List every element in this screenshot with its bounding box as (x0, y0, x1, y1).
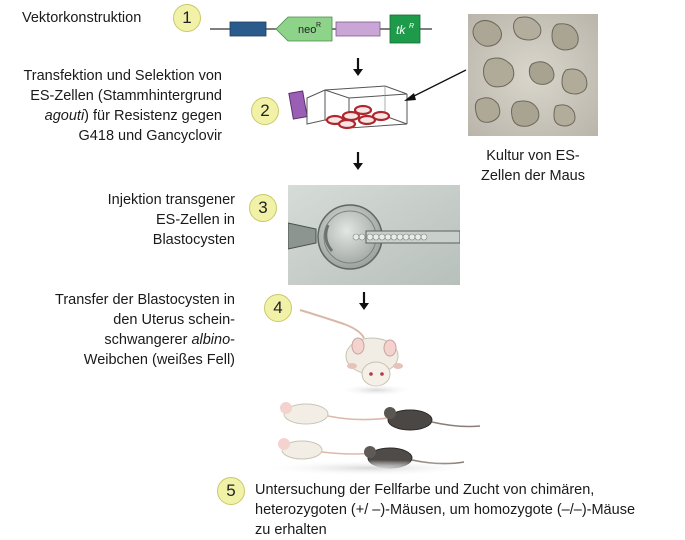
step5-badge: 5 (217, 477, 245, 505)
step3-badge: 3 (249, 194, 277, 222)
step2-line4: G418 und Gancyclovir (0, 126, 222, 146)
step2-line1: Transfektion und Selektion von (0, 66, 222, 86)
step5-line2: heterozygoten (+/ –)-Mäusen, um homozygo… (255, 500, 685, 520)
step5-label: Untersuchung der Fellfarbe und Zucht von… (255, 480, 685, 540)
arrow-down-1 (350, 58, 366, 78)
neo-label: neo (298, 24, 316, 36)
es-cell-culture-photo (468, 14, 598, 136)
step2-line2: ES-Zellen (Stammhintergrund (0, 86, 222, 106)
step4-line4: Weibchen (weißes Fell) (20, 350, 235, 370)
step5-line3: zu erhalten (255, 520, 685, 540)
step4-label: Transfer der Blastocysten in den Uterus … (20, 290, 235, 370)
step3-label: Injektion transgener ES-Zellen in Blasto… (40, 190, 235, 250)
neo-sup: R (316, 22, 321, 29)
culture-caption-line2: Zellen der Maus (478, 166, 588, 186)
culture-flask (285, 80, 415, 140)
step1-badge: 1 (173, 4, 201, 32)
tk-sup: R (409, 23, 414, 30)
vector-segment-purple (336, 22, 380, 36)
mice-photo (240, 300, 500, 478)
vector-segment-blue (230, 22, 266, 36)
step3-line2: ES-Zellen in (40, 210, 235, 230)
step2-label: Transfektion und Selektion von ES-Zellen… (0, 66, 222, 146)
step4-line2: den Uterus schein- (20, 310, 235, 330)
step2-badge: 2 (251, 97, 279, 125)
step1-label: Vektorkonstruktion (22, 8, 141, 28)
vector-construct: neo R tk R (210, 12, 435, 46)
culture-caption: Kultur von ES- Zellen der Maus (478, 146, 588, 186)
step3-line1: Injektion transgener (40, 190, 235, 210)
tk-label: tk (396, 23, 406, 37)
step3-line3: Blastocysten (40, 230, 235, 250)
step4-line3: schwangerer albino- (20, 330, 235, 350)
culture-caption-line1: Kultur von ES- (478, 146, 588, 166)
pointer-arrow (400, 66, 470, 106)
blastocyst-injection-photo (288, 185, 460, 285)
step5-line1: Untersuchung der Fellfarbe und Zucht von… (255, 480, 685, 500)
arrow-down-2 (350, 152, 366, 172)
step4-line1: Transfer der Blastocysten in (20, 290, 235, 310)
step2-line3: agouti) für Resistenz gegen (0, 106, 222, 126)
